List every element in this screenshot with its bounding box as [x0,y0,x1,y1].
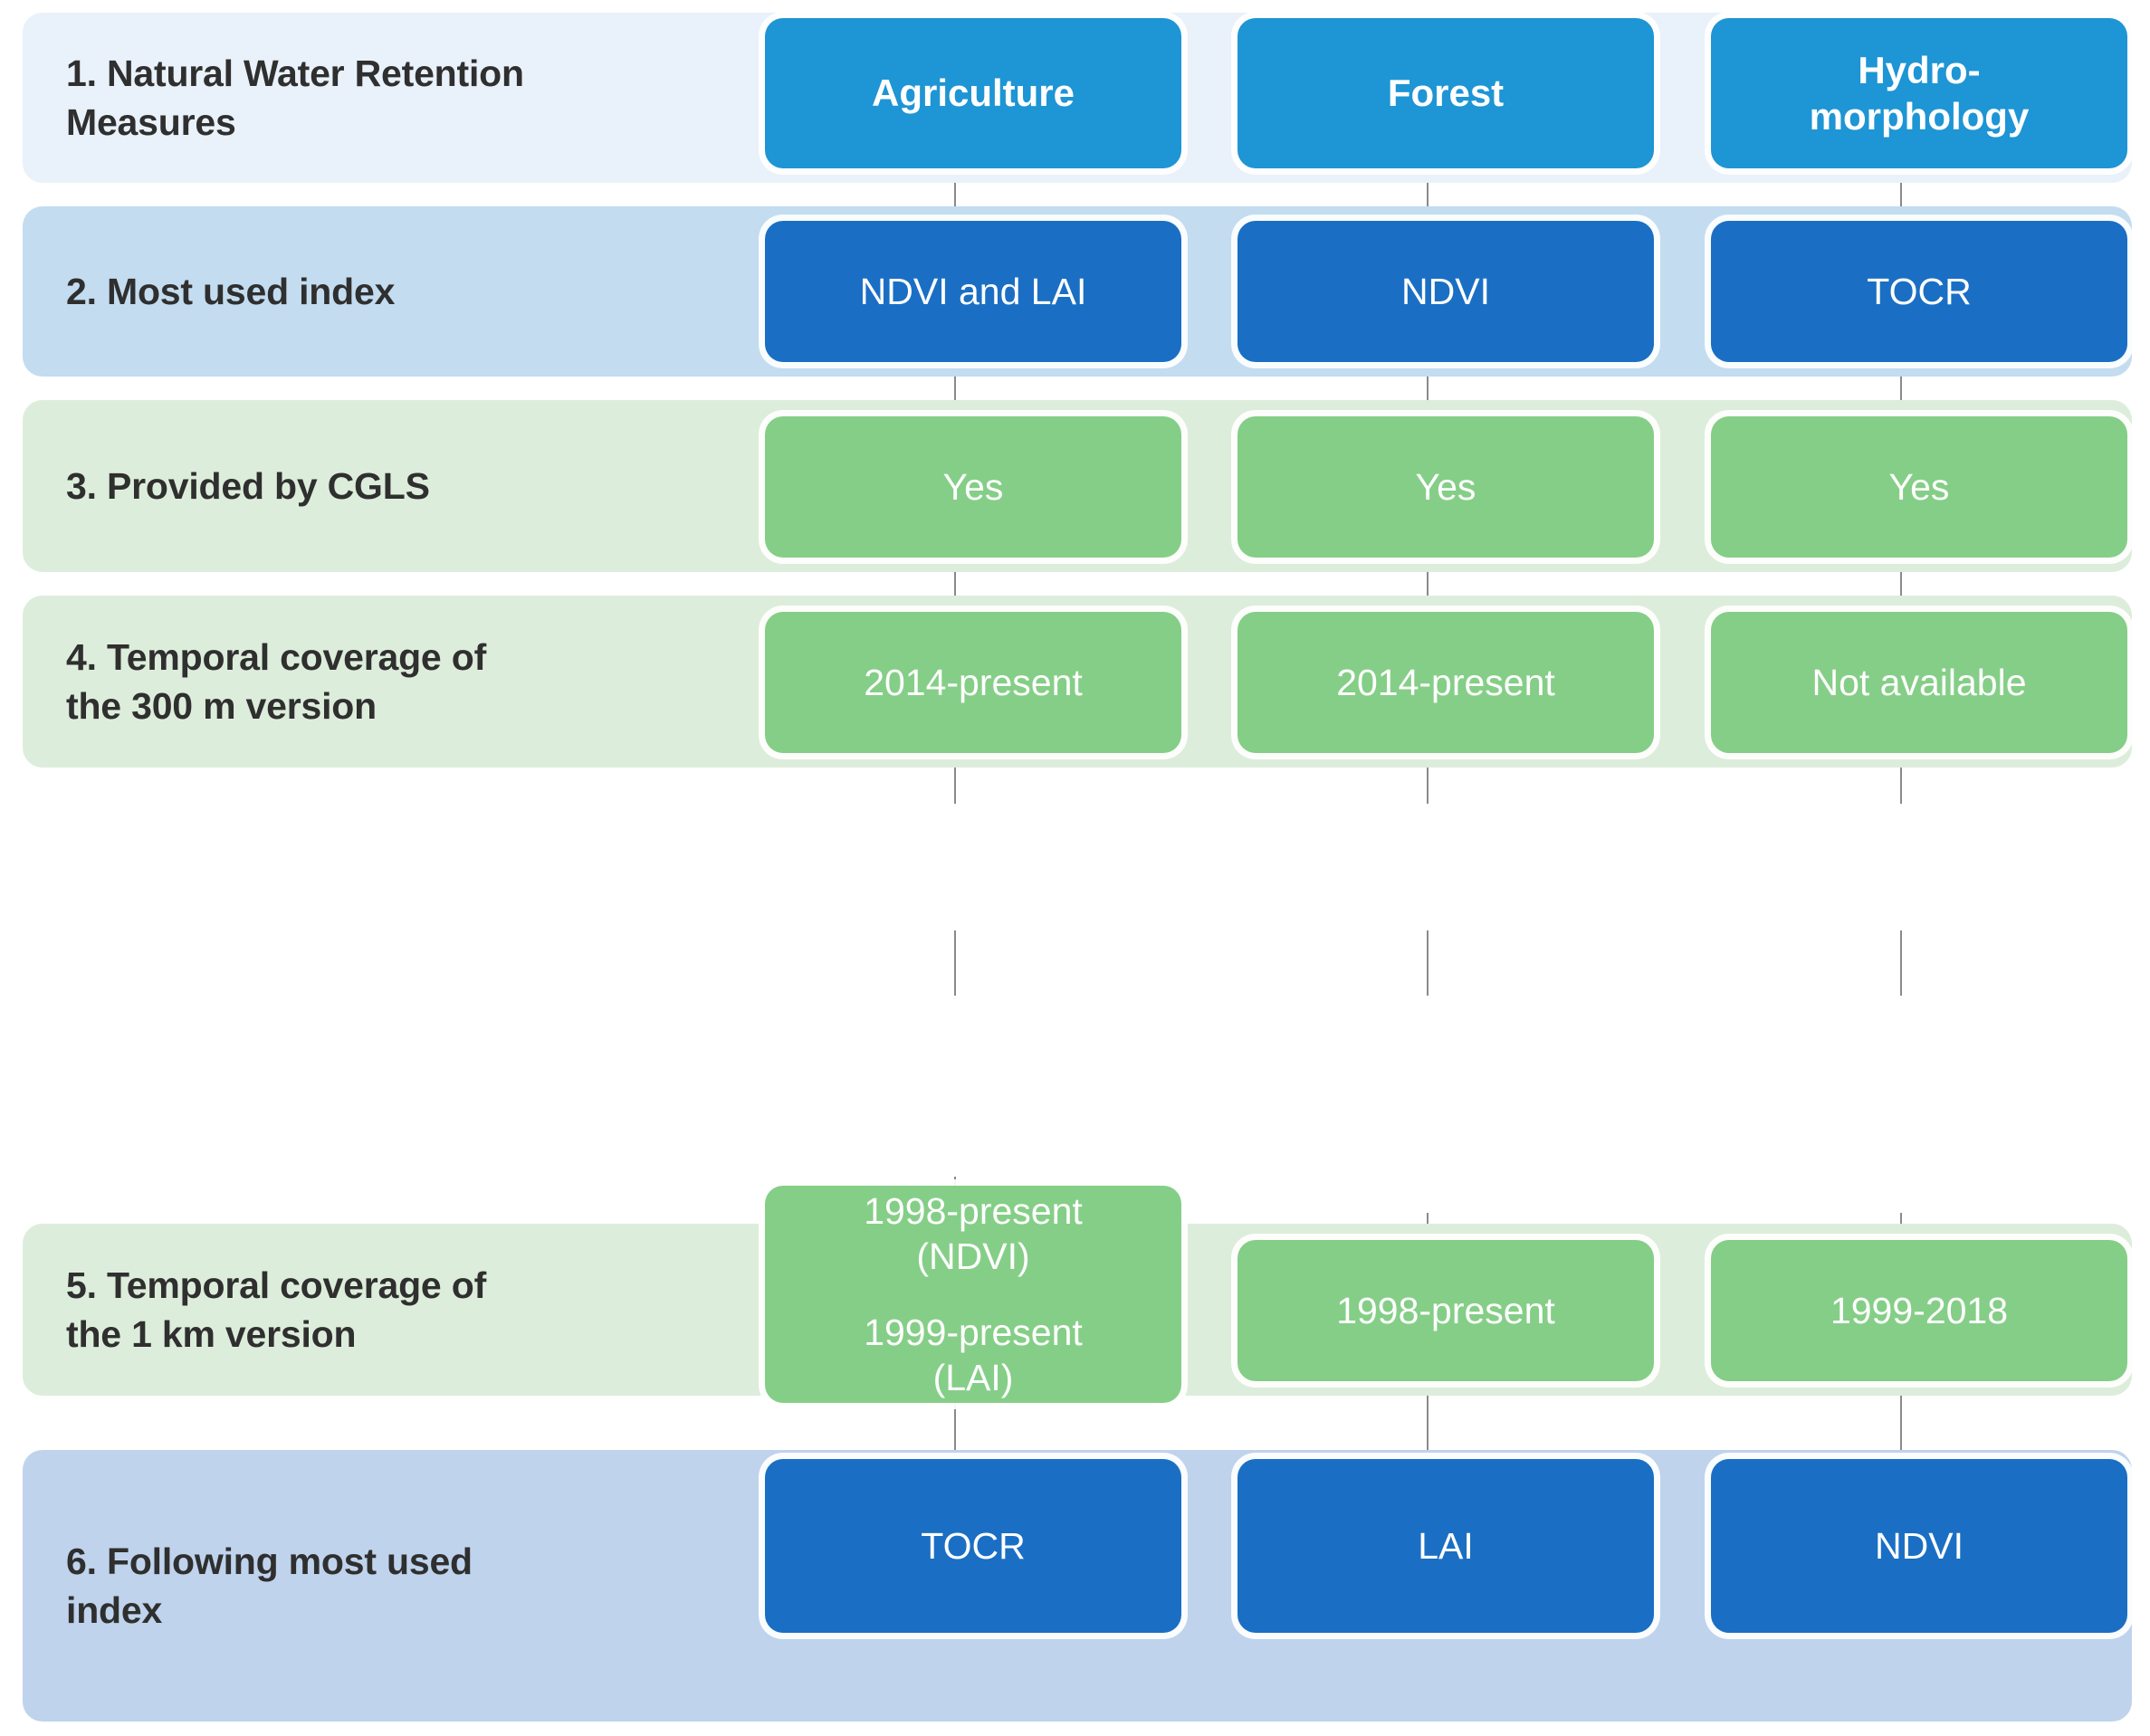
row-following-most-used-index: 6. Following most used index TOCR LAI ND… [23,1450,2132,1722]
row-5-label: 5. Temporal coverage of the 1 km version [66,1261,682,1359]
cell-following-index-forest[interactable]: LAI [1237,1459,1654,1633]
row-1-cells: Agriculture Forest Hydro- morphology [23,13,2132,183]
cell-most-used-index-hydromorphology[interactable]: TOCR [1711,221,2127,362]
cell-cgls-forest[interactable]: Yes [1237,416,1654,558]
row-natural-water-retention-measures: 1. Natural Water Retention Measures Agri… [23,13,2132,183]
cell-following-index-agriculture[interactable]: TOCR [765,1459,1181,1633]
cell-1km-agriculture-ndvi: 1998-present (NDVI) [778,1188,1169,1279]
cell-1km-agriculture-lai-years: 1999-present [864,1312,1083,1353]
cell-1km-hydromorphology[interactable]: 1999-2018 [1711,1240,2127,1381]
cell-most-used-index-agriculture-label: NDVI and LAI [859,270,1087,312]
row-4-label-line2: the 300 m version [66,685,377,727]
row-6-label-line2: index [66,1589,163,1631]
cell-agriculture[interactable]: Agriculture [765,18,1181,168]
row-provided-by-cgls: 3. Provided by CGLS Yes Yes Yes [23,400,2132,572]
cell-1km-agriculture-ndvi-tag: (NDVI) [916,1235,1030,1277]
row-temporal-coverage-300m: 4. Temporal coverage of the 300 m versio… [23,596,2132,768]
row-4-label-line1: 4. Temporal coverage of [66,635,487,678]
row-5-label-line1: 5. Temporal coverage of [66,1264,487,1306]
cell-following-index-agriculture-label: TOCR [921,1524,1026,1567]
cell-agriculture-label: Agriculture [871,72,1075,115]
cell-1km-hydromorphology-label: 1999-2018 [1830,1289,2009,1331]
cell-cgls-hydromorphology-label: Yes [1888,465,1950,508]
cell-most-used-index-forest-label: NDVI [1401,270,1490,312]
row-most-used-index: 2. Most used index NDVI and LAI NDVI TOC… [23,206,2132,377]
cell-following-index-hydromorphology-label: NDVI [1875,1524,1964,1567]
cell-hydromorphology-line2: morphology [1809,95,2030,138]
cell-following-index-hydromorphology[interactable]: NDVI [1711,1459,2127,1633]
cell-1km-agriculture-ndvi-years: 1998-present [864,1189,1083,1232]
row-2-cells: NDVI and LAI NDVI TOCR [23,206,2132,377]
row-4-cells: 2014-present 2014-present Not available [23,596,2132,768]
cell-300m-forest[interactable]: 2014-present [1237,612,1654,753]
cell-1km-forest-label: 1998-present [1336,1289,1555,1331]
row-temporal-coverage-1km: 5. Temporal coverage of the 1 km version… [23,1186,2132,1403]
cell-1km-forest[interactable]: 1998-present [1237,1240,1654,1381]
row-4-label: 4. Temporal coverage of the 300 m versio… [66,633,682,730]
row-1-label-line2: Measures [66,101,236,143]
row-1-label-line1: 1. Natural Water Retention [66,52,524,94]
cell-cgls-agriculture[interactable]: Yes [765,416,1181,558]
cell-300m-forest-label: 2014-present [1336,661,1555,703]
row-6-label: 6. Following most used index [66,1537,682,1635]
cell-300m-hydromorphology[interactable]: Not available [1711,612,2127,753]
cell-300m-agriculture-label: 2014-present [864,661,1083,703]
cell-1km-agriculture-label: 1998-present (NDVI) 1999-present (LAI) [765,1188,1181,1400]
cell-most-used-index-forest[interactable]: NDVI [1237,221,1654,362]
row-2-label: 2. Most used index [66,270,396,312]
cell-300m-hydromorphology-label: Not available [1811,661,2027,703]
row-5-cells: 1998-present (NDVI) 1999-present (LAI) 1… [23,1186,2132,1403]
cell-most-used-index-agriculture[interactable]: NDVI and LAI [765,221,1181,362]
cell-cgls-hydromorphology[interactable]: Yes [1711,416,2127,558]
row-5-label-line2: the 1 km version [66,1313,357,1355]
cell-following-index-forest-label: LAI [1418,1524,1474,1567]
row-3-label: 3. Provided by CGLS [66,464,430,507]
row-6-label-line1: 6. Following most used [66,1540,473,1582]
row-6-cells: TOCR LAI NDVI [23,1450,2132,1722]
cell-cgls-agriculture-label: Yes [942,465,1004,508]
cell-forest-label: Forest [1387,72,1505,115]
cell-1km-agriculture-lai: 1999-present (LAI) [778,1310,1169,1400]
cell-hydromorphology-label: Hydro- morphology [1711,47,2127,139]
cell-hydromorphology-line1: Hydro- [1858,48,1981,91]
row-3-cells: Yes Yes Yes [23,400,2132,572]
cell-forest[interactable]: Forest [1237,18,1654,168]
row-1-label: 1. Natural Water Retention Measures [66,49,682,147]
cell-most-used-index-hydromorphology-label: TOCR [1867,270,1972,312]
cell-hydromorphology[interactable]: Hydro- morphology [1711,18,2127,168]
cell-300m-agriculture[interactable]: 2014-present [765,612,1181,753]
cell-1km-agriculture-lai-tag: (LAI) [932,1357,1014,1399]
cell-1km-agriculture[interactable]: 1998-present (NDVI) 1999-present (LAI) [765,1186,1181,1403]
cell-cgls-forest-label: Yes [1415,465,1476,508]
